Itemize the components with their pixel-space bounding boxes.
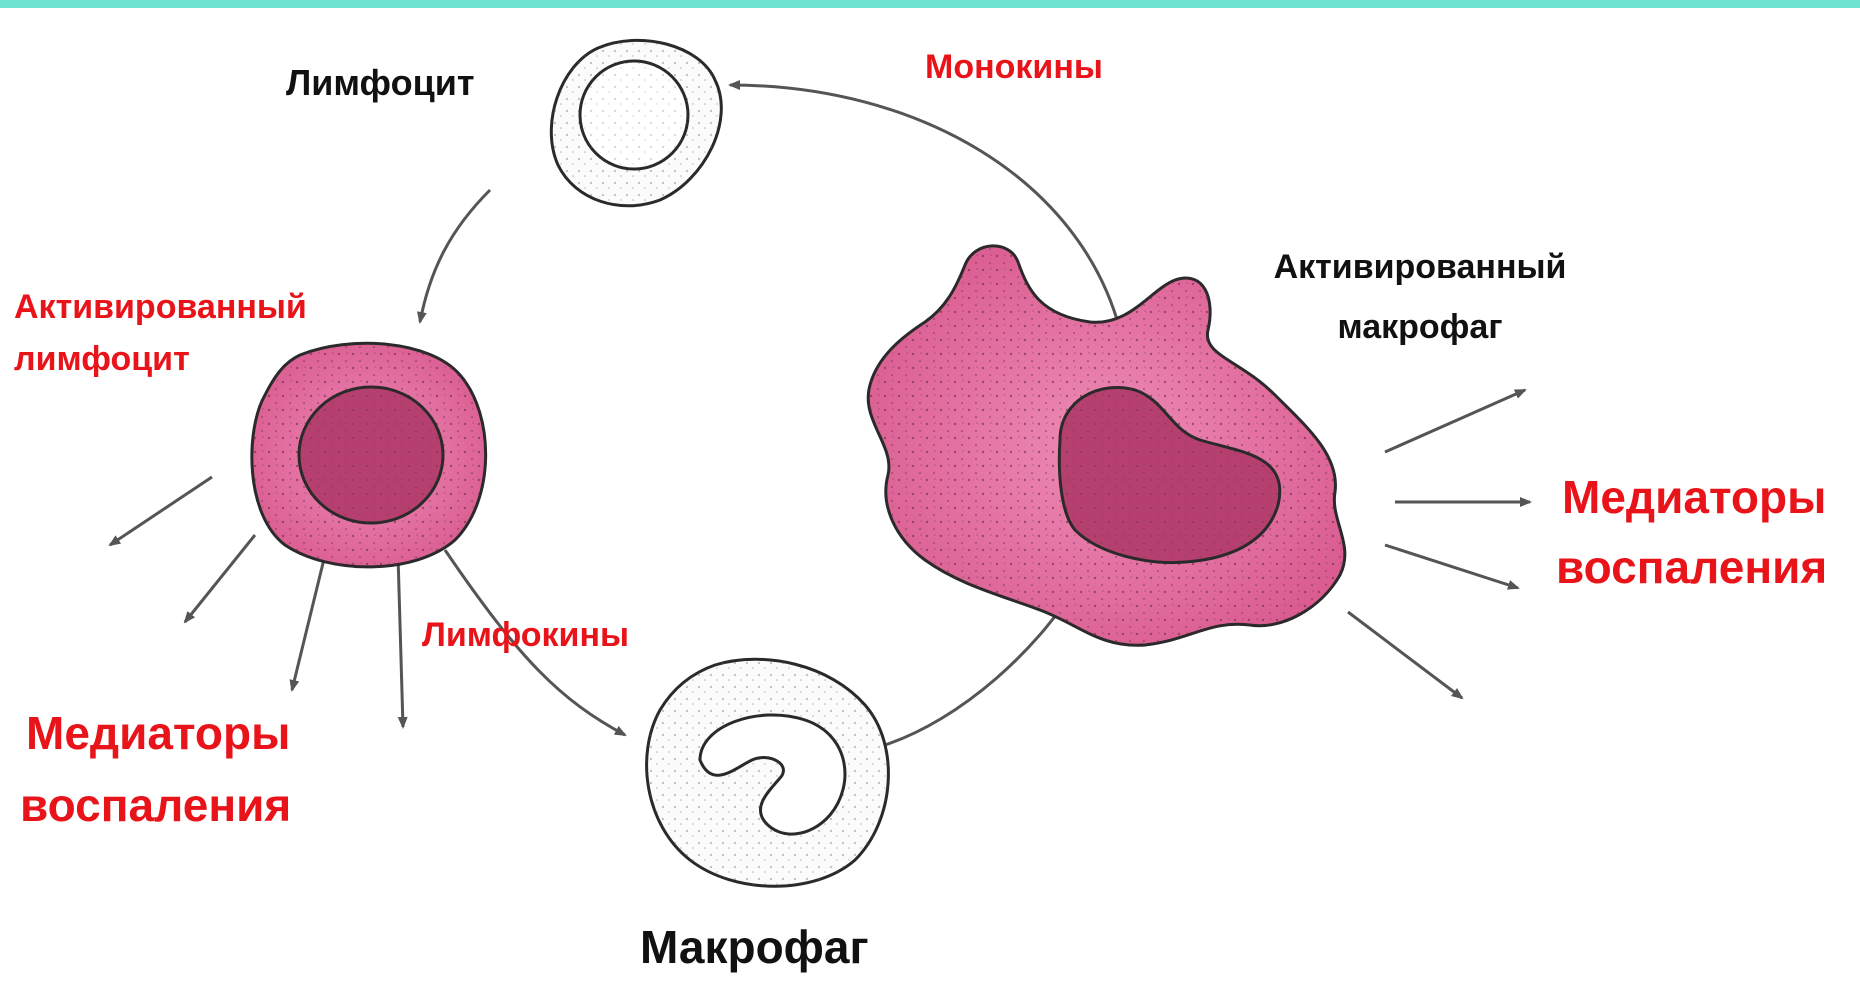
label-mediators-right-line1: Медиаторы	[1562, 470, 1826, 524]
arrow-monokines	[730, 85, 1120, 330]
activated-macrophage-cell	[868, 246, 1345, 645]
lymphocyte-cell	[551, 40, 721, 205]
label-macrophage: Макрофаг	[640, 920, 869, 974]
label-activated-macrophage-line2: макрофаг	[1230, 308, 1610, 347]
label-mediators-right-line2: воспаления	[1556, 540, 1827, 594]
label-mediators-left-line2: воспаления	[20, 778, 291, 832]
label-activated-macrophage-line1: Активированный	[1230, 248, 1610, 287]
label-monokines: Монокины	[925, 48, 1103, 87]
label-lymphocyte: Лимфоцит	[286, 62, 474, 104]
activated-lymphocyte-cell	[252, 343, 486, 567]
mediator-arrows-right	[1348, 390, 1530, 698]
macrophage-cell	[647, 659, 889, 886]
label-mediators-left-line1: Медиаторы	[26, 706, 290, 760]
arrow-lymphocyte-to-activated	[420, 190, 490, 322]
label-activated-lymphocyte-line2: лимфоцит	[14, 340, 190, 379]
label-lymphokines: Лимфокины	[422, 616, 629, 655]
label-activated-lymphocyte-line1: Активированный	[14, 288, 307, 327]
